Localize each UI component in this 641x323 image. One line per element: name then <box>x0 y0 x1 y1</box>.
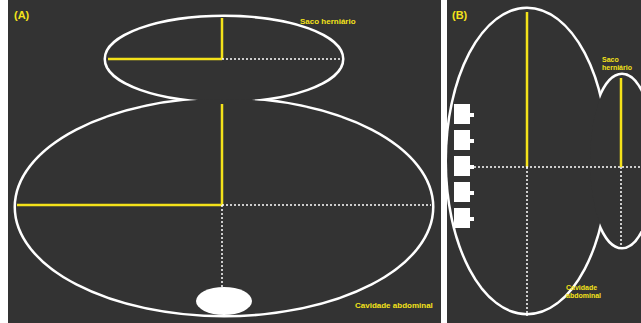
part-name: Saco herniário <box>300 18 356 27</box>
part-name: Saco herniário <box>602 56 638 71</box>
panel-letter: (B) <box>452 9 467 21</box>
measure-lines-b <box>470 12 641 316</box>
spine-b <box>454 104 474 228</box>
part-name: Cavidade abdominal <box>355 302 433 311</box>
outline-b <box>447 9 641 313</box>
panel-a <box>8 0 441 323</box>
panel-letter: (A) <box>14 9 29 21</box>
measure-lines-a <box>17 18 431 315</box>
part-name: Cavidade abdominal <box>566 284 626 299</box>
outline-a <box>16 17 432 315</box>
